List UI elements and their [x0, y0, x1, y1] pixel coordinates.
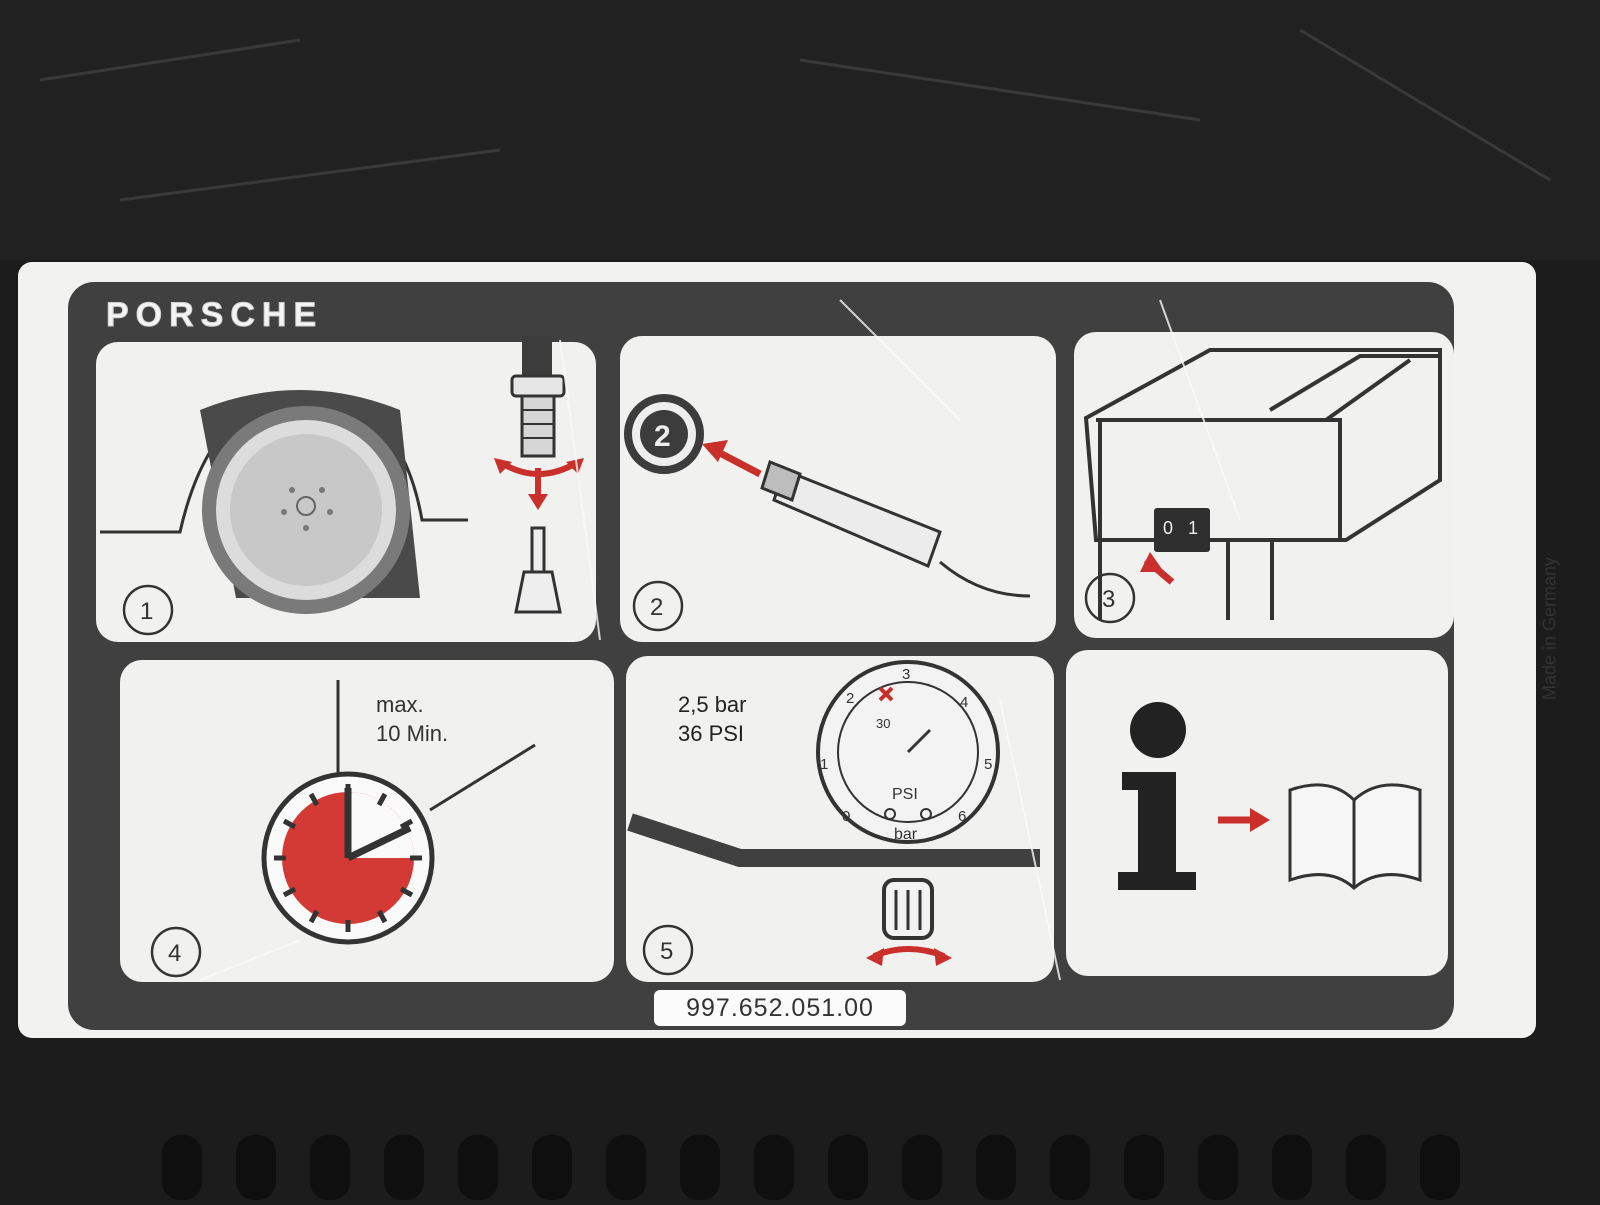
pressure-line-2: 36 PSI	[678, 721, 745, 746]
timer-clock-icon	[261, 680, 536, 945]
part-number-tag: 997.652.051.00	[654, 990, 906, 1026]
power-plug-icon: 2	[624, 394, 1031, 598]
power-switch-icon	[1083, 348, 1442, 620]
made-in-germany-text: Made in Germany	[1539, 556, 1560, 701]
gauge-inner-label: 30	[876, 716, 891, 731]
brand-logo-text: PORSCHE	[105, 296, 324, 335]
gauge-tick-1: 1	[820, 756, 829, 773]
info-manual-icon	[1118, 702, 1422, 890]
switch-off-label: 0	[1163, 518, 1174, 538]
surface-scratches	[39, 28, 1551, 202]
gauge-tick-0: 0	[842, 808, 851, 825]
timer-line-1: max.	[376, 692, 424, 717]
tire-valve-icon	[100, 336, 584, 614]
pressure-text: 2,5 bar 36 PSI	[678, 690, 747, 748]
pressure-line-1: 2,5 bar	[678, 692, 747, 717]
gauge-tick-6: 6	[958, 808, 967, 825]
step-3-number: 3	[1102, 586, 1116, 613]
step-number-circles	[122, 572, 1136, 978]
step-4-number: 4	[168, 940, 182, 967]
brand-band	[80, 288, 490, 338]
housing-top-scuffs	[0, 0, 1600, 260]
timer-text: max. 10 Min.	[376, 690, 448, 748]
sticker-scratches	[199, 299, 1241, 981]
gauge-tick-2: 2	[846, 690, 855, 707]
vent-slots	[162, 1135, 1460, 1200]
step2-panel	[620, 336, 1056, 642]
switch-on-label: 1	[1188, 518, 1199, 538]
gauge-psi-label: PSI	[892, 786, 918, 803]
svg-text:2: 2	[654, 420, 671, 453]
step-5-number: 5	[660, 938, 674, 965]
pressure-gauge-icon	[627, 660, 1040, 966]
gauge-tick-3: 3	[902, 666, 911, 683]
gauge-tick-5: 5	[984, 756, 993, 773]
step-1-number: 1	[140, 598, 154, 625]
gauge-bar-label: bar	[894, 826, 918, 843]
gauge-tick-4: 4	[960, 694, 969, 711]
step3-panel	[1074, 332, 1454, 638]
step-2-number: 2	[650, 594, 664, 621]
timer-line-2: 10 Min.	[376, 721, 449, 746]
